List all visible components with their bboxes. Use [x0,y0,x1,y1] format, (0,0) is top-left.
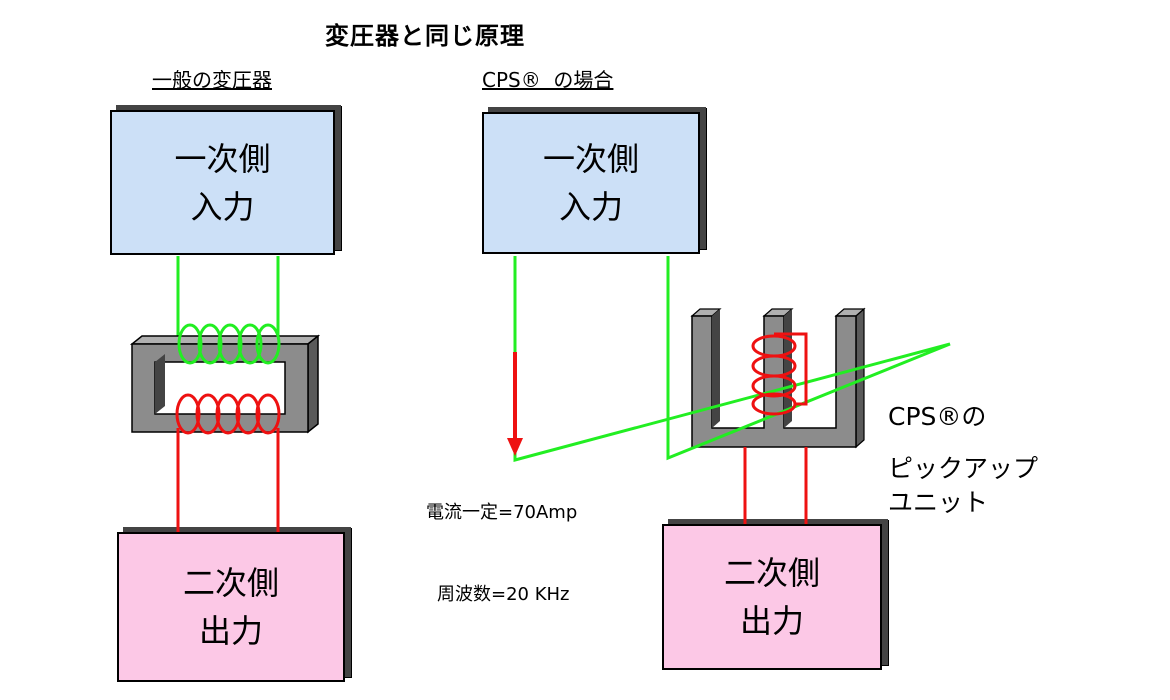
cps-pickup-core [690,307,866,449]
left-primary-coil [177,323,281,365]
right-primary-line2: 入力 [558,188,623,226]
cps-pickup-coil [751,332,808,416]
right-secondary-line2: 出力 [739,602,804,640]
right-primary-input-box: 一次側 入力 [482,112,700,254]
pickup-label-line2: ピックアップ [888,454,1039,483]
left-primary-input-box: 一次側 入力 [110,110,335,255]
current-arrow-head [507,438,523,456]
right-subtitle: CPS® の場合 [482,68,614,92]
right-secondary-line1: 二次側 [723,554,820,592]
left-primary-line1: 一次側 [174,139,271,178]
current-note: 電流一定=70Amp [426,502,578,523]
pickup-label-line1: CPS®の [888,402,987,431]
diagram-title: 変圧器と同じ原理 [325,22,525,50]
left-transformer-core [129,334,321,434]
left-secondary-line2: 出力 [198,612,263,650]
right-secondary-output-box: 二次側 出力 [662,524,882,670]
frequency-note: 周波数=20 KHz [437,584,570,605]
left-secondary-line1: 二次側 [182,564,279,602]
left-secondary-coil [175,393,281,435]
left-subtitle: 一般の変圧器 [152,68,272,92]
right-primary-line1: 一次側 [542,140,639,178]
left-secondary-output-box: 二次側 出力 [117,532,345,682]
pickup-label-line3: ユニット [888,488,989,517]
left-primary-line2: 入力 [190,187,255,226]
